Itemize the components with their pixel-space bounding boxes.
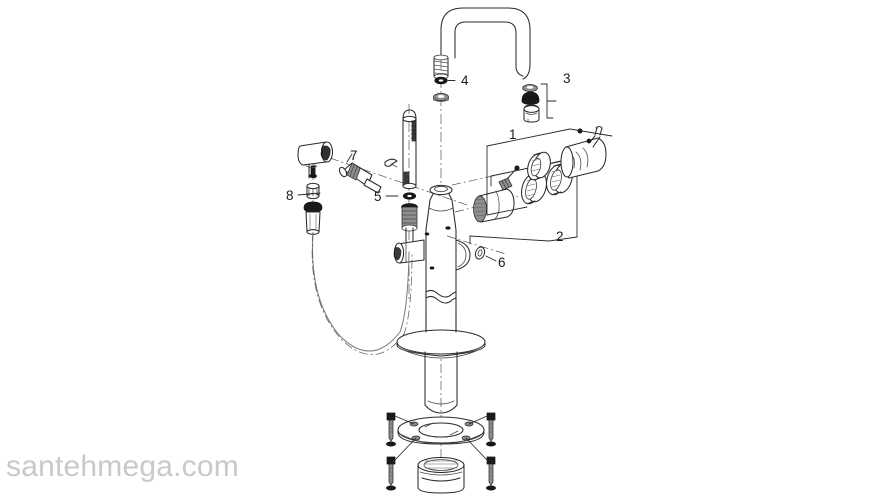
handshower-assembly — [402, 109, 417, 190]
callout-leaders — [297, 80, 497, 262]
part-5-o-ring — [402, 192, 417, 200]
part-3-connector-kit — [521, 83, 557, 123]
escutcheon-cover — [396, 309, 486, 359]
handle-base-ring — [527, 151, 551, 181]
retainer-clip — [384, 158, 398, 168]
mounting-bolt-with-washer — [468, 412, 496, 447]
callout-numbers: 1 2 3 4 5 6 7 8 — [286, 71, 571, 270]
mounting-bolts — [386, 412, 496, 491]
spout-washer — [433, 93, 449, 102]
hose-nipple-lower — [401, 203, 418, 251]
callout-4: 4 — [461, 73, 469, 88]
callout-1: 1 — [509, 127, 517, 142]
site-watermark: santehmega.com — [6, 450, 239, 483]
callout-2: 2 — [556, 229, 564, 244]
column-lower-stub — [424, 351, 458, 414]
callout-7: 7 — [350, 148, 358, 163]
callout-5: 5 — [374, 189, 382, 204]
part-4-o-ring — [434, 76, 448, 85]
part-8-holder-screw — [303, 159, 323, 235]
flexible-hose — [311, 231, 413, 355]
callout-6: 6 — [498, 255, 506, 270]
part-7-hose-connector — [338, 162, 382, 194]
threaded-sleeve — [417, 456, 465, 494]
mounting-flange — [397, 416, 485, 445]
spout-assembly — [433, 7, 531, 80]
part-6-o-ring — [474, 246, 486, 260]
mounting-bolt-with-washer — [386, 412, 415, 447]
column-body — [393, 184, 471, 331]
handshower-holder-bracket — [297, 141, 334, 179]
callout-3: 3 — [563, 71, 571, 86]
callout-8: 8 — [286, 188, 294, 203]
mounting-bolt-with-washer — [386, 437, 417, 491]
part-1-lever-handle — [486, 125, 613, 216]
mounting-bolt-with-washer — [465, 437, 496, 491]
